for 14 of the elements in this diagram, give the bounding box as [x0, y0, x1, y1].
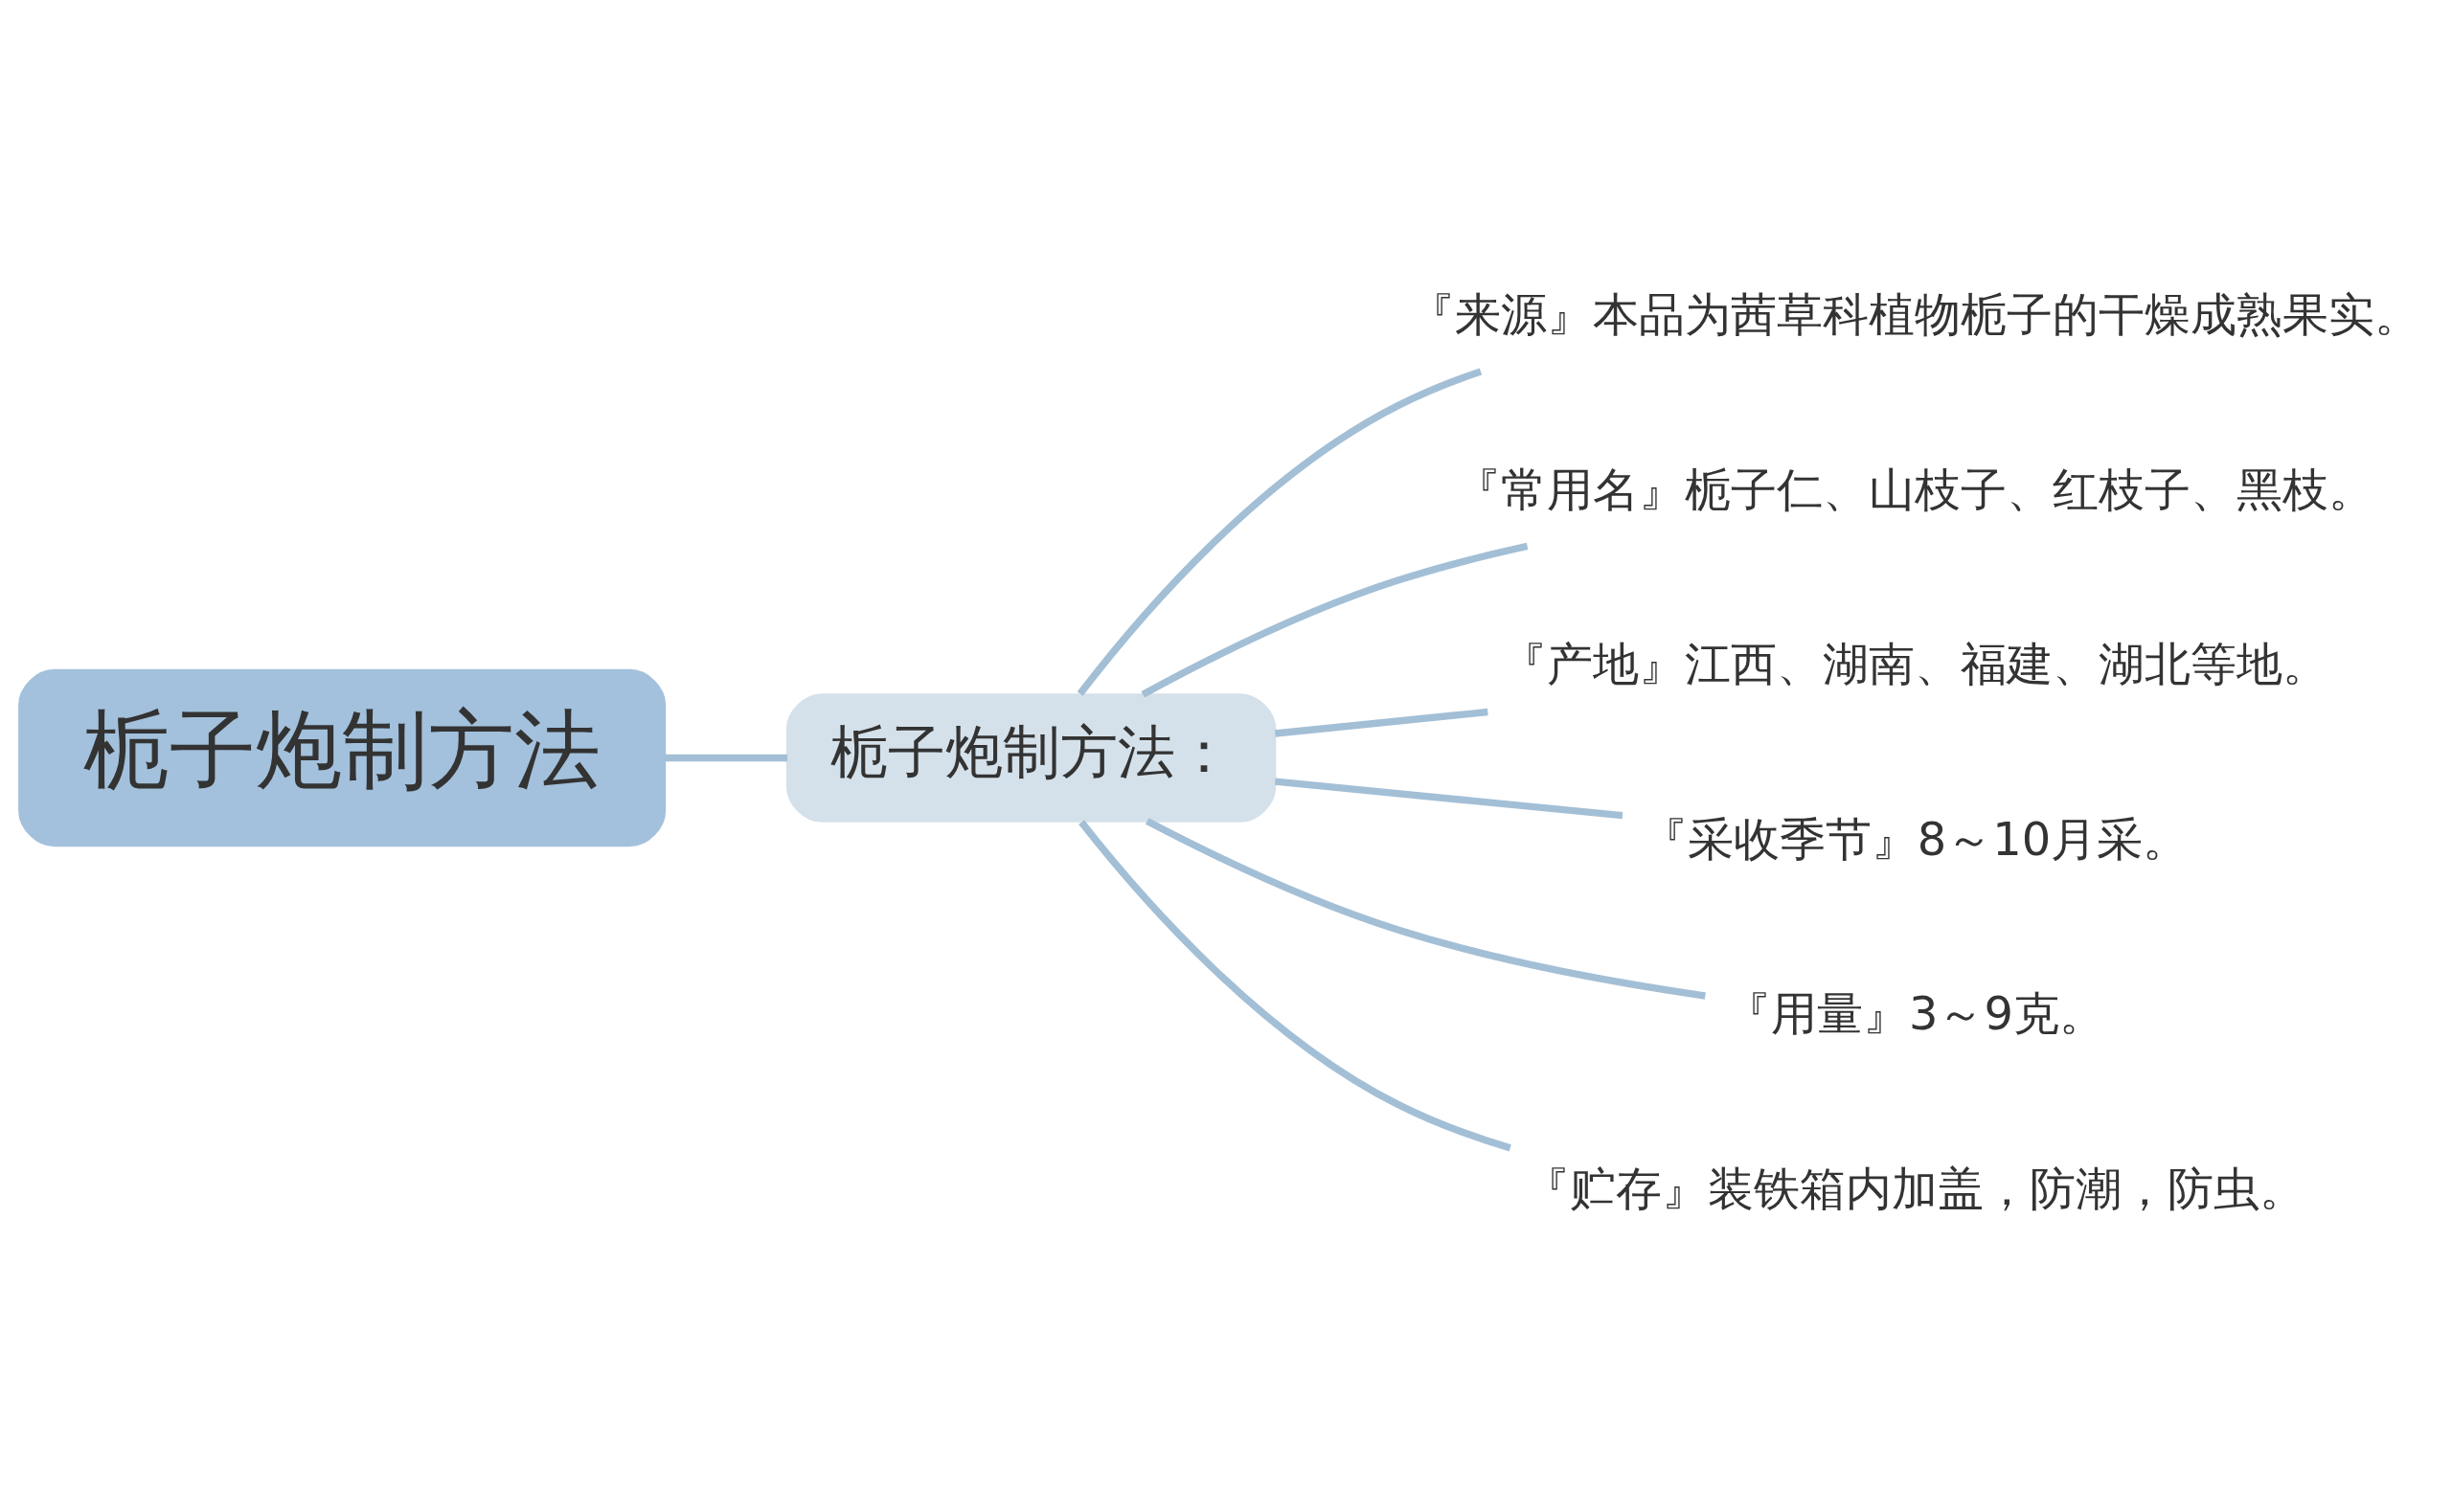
node-box: 栀子炮制方法 [18, 668, 667, 846]
connector [664, 754, 788, 761]
connector [1274, 777, 1623, 819]
node-text: 『贮存』装铁箱内加盖，防潮，防虫。 [1524, 1162, 2306, 1215]
node-text: 『来源』本品为茜草科植物栀子的干燥成熟果实。 [1409, 287, 2421, 341]
connector [1078, 819, 1511, 1151]
node-text: 『常用名』栀子仁、山枝子、红枝子、黑枝。 [1455, 463, 2375, 516]
connector [1141, 542, 1529, 698]
node-box: 栀子炮制方法： [785, 692, 1277, 823]
node-text: 『采收季节』8～10月采。 [1641, 812, 2190, 866]
node-text: 『产地』江西、湖南、福建、湖北等地。 [1501, 637, 2329, 690]
connector [1077, 367, 1483, 696]
connector [1274, 708, 1488, 737]
node-text: 『用量』3～9克。 [1724, 986, 2105, 1040]
